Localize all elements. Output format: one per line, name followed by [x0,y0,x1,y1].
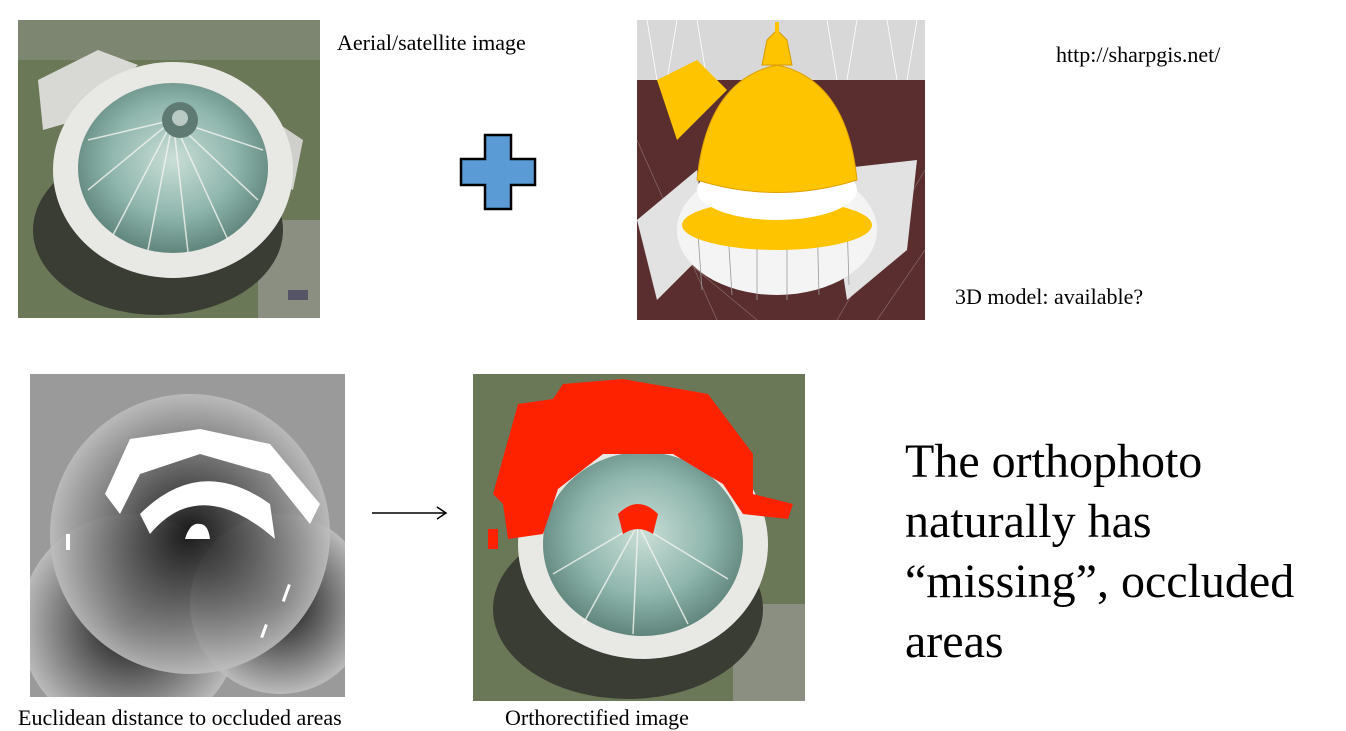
arrow-right-icon [371,503,449,523]
statement-line: The orthophoto [905,435,1203,488]
model-image [637,20,925,320]
statement-line: naturally has [905,495,1152,548]
source-url[interactable]: http://sharpgis.net/ [1056,42,1221,67]
model-caption: 3D model: available? [955,284,1144,309]
distance-map-image [30,374,345,697]
orthophoto-statement: The orthophoto naturally has “missing”, … [905,432,1294,672]
plus-icon [459,133,537,211]
orthophoto-image [473,374,805,701]
aerial-caption: Aerial/satellite image [337,30,526,55]
distance-caption: Euclidean distance to occluded areas [18,705,342,730]
statement-line: areas [905,615,1004,668]
orthophoto-caption: Orthorectified image [505,705,689,730]
aerial-image [18,20,320,318]
statement-line: “missing”, occluded [905,555,1295,608]
